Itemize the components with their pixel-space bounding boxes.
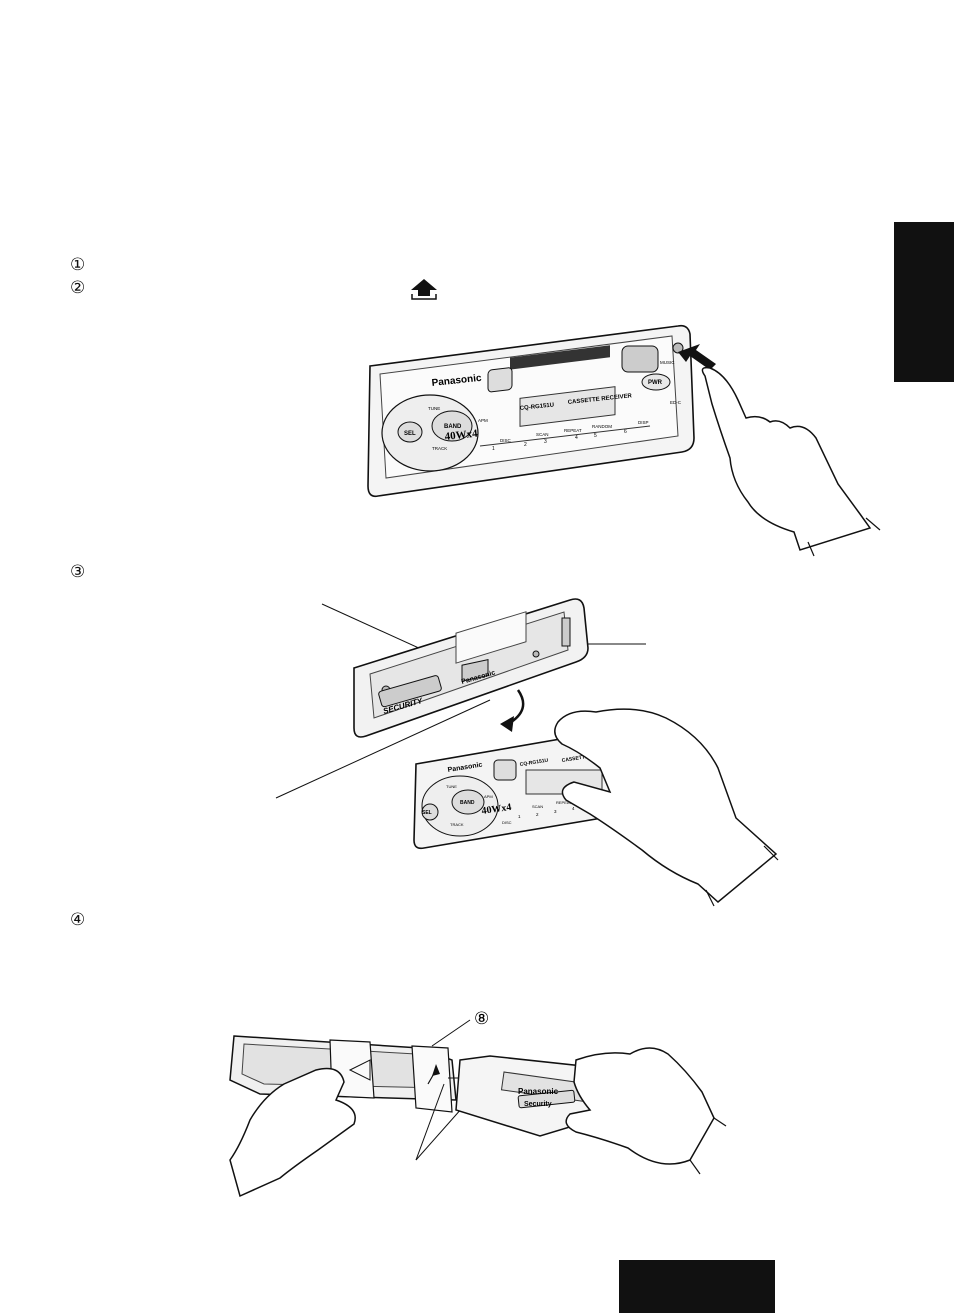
section-tab: [894, 222, 954, 382]
page-number-tab: [619, 1260, 775, 1313]
panel2-sel-label: SEL: [422, 810, 432, 816]
face-panel-back: [353, 598, 589, 738]
panel1-scan-label: SCAN: [536, 432, 549, 437]
panel-removal-illustration: Panasonic SECURITY Panasonic CQ-RG151U C…: [275, 598, 779, 907]
panel2-preset-4: 4: [572, 806, 575, 811]
panel1-preset-4: 4: [575, 435, 578, 441]
panel1-preset-3: 3: [544, 439, 547, 445]
panel2-band-label: BAND: [460, 800, 475, 806]
panel1-band-label: BAND: [444, 424, 462, 430]
case-panel-security-label: Security: [524, 1101, 552, 1108]
panel1-disp-label: DISP: [638, 420, 649, 425]
panel1-brand: Panasonic: [431, 373, 482, 389]
panel1-random-label: RANDOM: [592, 424, 612, 429]
panel1-presets: 1 2 3 4 5 6: [492, 429, 627, 452]
panel2-repeat-label: REPEAT: [556, 800, 572, 805]
panel1-edc-label: ED-C: [670, 400, 682, 405]
pressing-hand-icon: [701, 366, 872, 551]
eject-arrow-icon: [411, 279, 437, 300]
panel1-model: CQ-RG151U: [520, 402, 555, 412]
step-4-marker: ④: [70, 910, 86, 930]
panel1-preset-5: 5: [594, 433, 597, 439]
face-panel-front: [367, 324, 695, 498]
callout-leader: [431, 1019, 471, 1047]
panel-case-illustration: ⑧ Panasonic Security: [229, 1009, 727, 1198]
panel1-sel-label: SEL: [404, 431, 416, 437]
panel2-preset-3: 3: [554, 809, 557, 814]
gripping-hand-icon: [554, 708, 778, 903]
panel1-track-label: TRACK: [432, 446, 447, 451]
panel1-pwr-label: PWR: [648, 380, 663, 386]
panel2-preset-1: 1: [518, 814, 521, 819]
panel2-scan-label: SCAN: [532, 804, 543, 809]
panel2-model: CQ-RG151U: [519, 758, 549, 768]
panel2-tune-label: TUNE: [446, 784, 457, 789]
panel1-preset-1: 1: [492, 446, 495, 452]
right-hand-icon: [565, 1047, 715, 1165]
release-button-illustration: Panasonic CQ-RG151U CASSETTE RECEIVER 40…: [367, 324, 881, 557]
callout-number: ⑧: [474, 1009, 489, 1028]
panel2-disc-label: DISC: [502, 820, 512, 825]
leader-line-bottom: [275, 699, 491, 799]
case-panel-brand: Panasonic: [518, 1087, 559, 1096]
panel2-power: 40Wx4: [481, 802, 512, 817]
left-hand-icon: [229, 1067, 356, 1198]
step-1-marker: ①: [70, 255, 86, 275]
panel1-music-label: MUSIC: [660, 360, 675, 365]
step-3-marker: ③: [70, 562, 86, 582]
step-2-marker: ②: [70, 278, 86, 298]
panel2-apm-label: APM: [484, 794, 493, 799]
panel2-preset-2: 2: [536, 812, 539, 817]
panel1-disc-label: DISC: [500, 438, 512, 443]
panel1-apm-label: APM: [478, 418, 488, 423]
panel1-repeat-label: REPEAT: [564, 428, 582, 433]
panel1-power: 40Wx4: [444, 428, 479, 443]
panel1-preset-6: 6: [624, 429, 627, 435]
panel2-track-label: TRACK: [450, 822, 464, 827]
panel1-preset-2: 2: [524, 442, 527, 448]
panel1-tune-label: TUNE: [428, 406, 440, 411]
press-arrow-icon: [678, 344, 716, 370]
arrow-leader-left: [415, 1083, 445, 1161]
